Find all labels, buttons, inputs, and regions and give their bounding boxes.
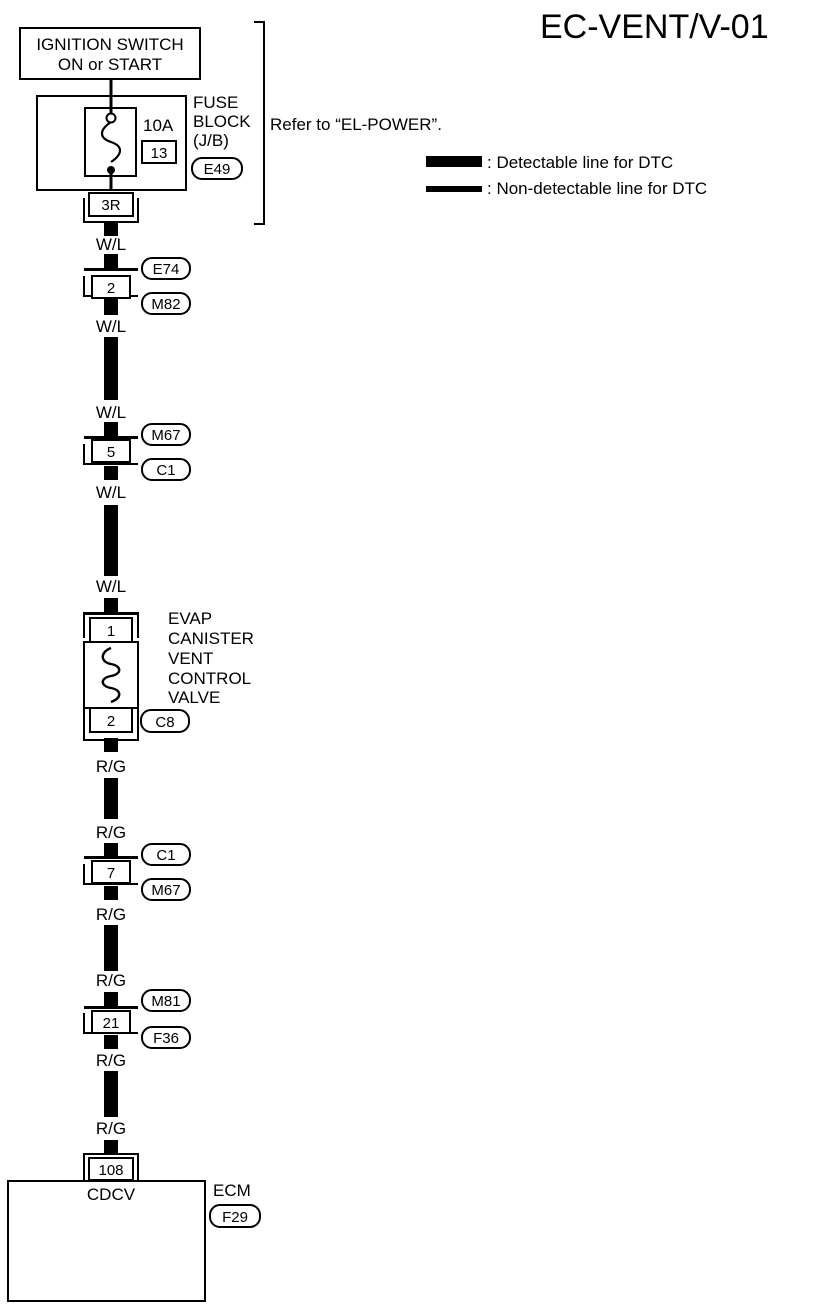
ignition-switch-label-1: IGNITION SWITCH <box>36 35 183 54</box>
junction-connector-m81-f36: 21 M81 F36 <box>83 989 191 1049</box>
junction-pin: 5 <box>107 444 115 461</box>
fuse-block-label-2: BLOCK <box>193 112 251 131</box>
connector-id: C1 <box>156 462 175 479</box>
valve-name-2: CANISTER <box>168 629 254 648</box>
wire-color-label: R/G <box>96 1119 126 1138</box>
wire-color-label: W/L <box>96 235 126 254</box>
wire-color-label: W/L <box>96 317 126 336</box>
fuse-amperage: 10A <box>143 116 174 135</box>
wire-color-label: R/G <box>96 905 126 924</box>
junction-pin: 21 <box>103 1015 120 1032</box>
legend-detectable-swatch <box>426 156 482 167</box>
legend-non-detectable-swatch <box>426 186 482 192</box>
valve-name-3: VENT <box>168 649 213 668</box>
wire-color-label: R/G <box>96 823 126 842</box>
ignition-switch-label-2: ON or START <box>58 55 162 74</box>
ecm: 108 CDCV ECM F29 <box>7 1153 261 1302</box>
wire-color-label: R/G <box>96 1051 126 1070</box>
fuse-block-label-1: FUSE <box>193 93 238 112</box>
legend-detectable-label: : Detectable line for DTC <box>487 153 673 172</box>
connector-id: E74 <box>153 261 180 278</box>
ecm-terminal-label: CDCV <box>87 1185 136 1204</box>
valve-output-pin: 2 <box>107 713 115 730</box>
fuse-block-connector: E49 <box>204 161 231 178</box>
connector-id: M67 <box>151 882 180 899</box>
connector-id: M67 <box>151 427 180 444</box>
fuse-output-pin: 3R <box>101 197 120 214</box>
ignition-switch: IGNITION SWITCH ON or START <box>19 27 201 80</box>
legend-non-detectable-label: : Non-detectable line for DTC <box>487 179 707 198</box>
junction-connector-c1-m67: 7 C1 M67 <box>83 843 191 901</box>
connector-id: F36 <box>153 1030 179 1047</box>
valve-name-4: CONTROL <box>168 669 251 688</box>
fuse-icon <box>100 121 122 163</box>
connector-id: F29 <box>222 1209 248 1226</box>
legend: : Detectable line for DTC : Non-detectab… <box>426 153 707 198</box>
valve-name-1: EVAP <box>168 609 212 628</box>
refer-note: Refer to “EL-POWER”. <box>270 115 442 134</box>
evap-canister-vent-control-valve: 1 2 EVAP CANISTER VENT CONTROL VALVE C8 <box>83 609 254 741</box>
fuse-number: 13 <box>151 145 168 162</box>
wire-color-label: W/L <box>96 403 126 422</box>
connector-id: C8 <box>155 714 174 731</box>
connector-id: M82 <box>151 296 180 313</box>
detectable-wires <box>104 222 118 1154</box>
fuse-output-connector: 3R <box>83 192 139 223</box>
ecm-name: ECM <box>213 1181 251 1200</box>
connector-id: C1 <box>156 847 175 864</box>
valve-name-5: VALVE <box>168 688 220 707</box>
ecm-pin: 108 <box>98 1162 123 1179</box>
junction-connector-m67-c1: 5 M67 C1 <box>83 423 191 481</box>
junction-pin: 2 <box>107 280 115 297</box>
wire-color-label: W/L <box>96 577 126 596</box>
power-bracket <box>254 21 265 225</box>
wire-color-label: R/G <box>96 757 126 776</box>
solenoid-coil-icon <box>101 646 121 704</box>
junction-pin: 7 <box>107 865 115 882</box>
wire-color-label: W/L <box>96 483 126 502</box>
fuse-block: 10A 13 FUSE BLOCK (J/B) E49 <box>36 93 251 191</box>
fuse-block-label-3: (J/B) <box>193 131 229 150</box>
diagram-title: EC-VENT/V-01 <box>540 8 769 46</box>
valve-input-pin: 1 <box>107 623 115 640</box>
connector-id: M81 <box>151 993 180 1010</box>
junction-connector-e74-m82: 2 E74 M82 <box>83 257 191 315</box>
wire-color-label: R/G <box>96 971 126 990</box>
ecm-box <box>7 1180 206 1302</box>
